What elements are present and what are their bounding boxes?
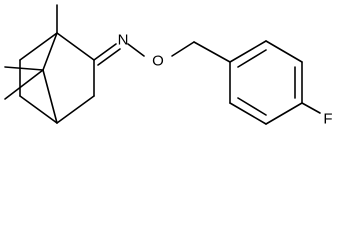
ring-bond-4 — [265, 102, 303, 125]
bond-c1-c6 — [19, 32, 58, 61]
bond-c2-n-double-a — [93, 43, 117, 61]
ring-bond-5 — [229, 102, 267, 125]
ring-inner-double-1 — [237, 49, 267, 68]
bond-c5-c4 — [19, 95, 58, 124]
bond-c2-n-double-b — [97, 48, 121, 66]
bond-c7-methyl-a — [4, 66, 44, 71]
oxime-chain — [93, 41, 231, 66]
bond-o-ch2 — [171, 41, 195, 57]
ring-bond-1 — [229, 40, 267, 63]
bond-ch2-ring — [193, 41, 231, 63]
chemical-structure-diagram: N O F — [4, 4, 333, 128]
benzene-ring — [229, 40, 321, 125]
bond-c4-c3 — [56, 95, 95, 124]
ring-bond-2 — [265, 40, 303, 63]
bond-ring-f — [301, 102, 321, 114]
bond-c7-c4 — [42, 69, 58, 124]
oxygen-label: O — [152, 53, 164, 70]
bicyclic-cage — [4, 4, 95, 124]
nitrogen-label: N — [118, 32, 129, 49]
ring-inner-double-3 — [237, 97, 267, 116]
bond-c1-c2 — [56, 32, 95, 61]
bond-c7-methyl-b — [4, 69, 44, 100]
fluorine-label: F — [323, 111, 332, 128]
bond-c1-c7 — [42, 32, 58, 71]
bond-n-o — [127, 43, 145, 57]
